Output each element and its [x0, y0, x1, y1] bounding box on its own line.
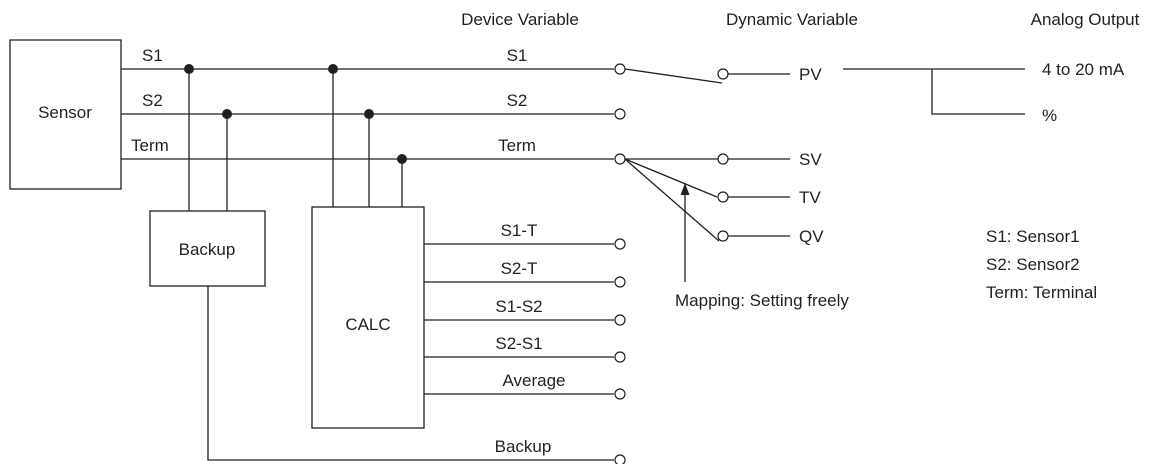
legend-entry: S1: Sensor1 — [986, 227, 1080, 246]
header-analog-output: Analog Output — [1031, 10, 1140, 29]
legend-entry: Term: Terminal — [986, 283, 1097, 302]
device-variable-label: S1-S2 — [495, 297, 542, 316]
mapping-arrowhead — [680, 183, 690, 195]
mapping-switch — [624, 158, 720, 242]
dynamic-variable-label: QV — [799, 227, 824, 246]
calc-block-label: CALC — [345, 315, 390, 334]
dynamic-variable-terminal — [717, 68, 729, 80]
backup-output-line — [207, 286, 614, 461]
device-variable-label: S1-T — [501, 221, 538, 240]
header-dynamic-variable: Dynamic Variable — [726, 10, 858, 29]
mapping-switch — [624, 158, 718, 198]
device-variable-terminal — [614, 276, 626, 288]
sensor-lead-label: S2 — [142, 91, 163, 110]
analog-output-line — [931, 69, 1025, 115]
mapping-note: Mapping: Setting freely — [675, 291, 849, 310]
mapping-switch — [624, 68, 723, 84]
junction-dot — [328, 64, 338, 74]
device-variable-terminal — [614, 238, 626, 250]
sensor-lead-label: Term — [131, 136, 169, 155]
analog-output-label: % — [1042, 106, 1057, 125]
dynamic-variable-label: PV — [799, 65, 822, 84]
junction-dot — [184, 64, 194, 74]
backup-block — [149, 210, 266, 287]
device-variable-label: Term — [498, 136, 536, 155]
device-variable-terminal — [614, 314, 626, 326]
device-variable-label: S2-T — [501, 259, 538, 278]
header-device-variable: Device Variable — [461, 10, 579, 29]
dynamic-variable-terminal — [717, 230, 729, 242]
device-variable-label: Average — [502, 371, 565, 390]
device-variable-terminal — [614, 454, 626, 464]
sensor-block-label: Sensor — [38, 103, 92, 122]
junction-dot — [222, 109, 232, 119]
calc-block — [311, 206, 425, 429]
device-variable-terminal — [614, 351, 626, 363]
device-variable-terminal — [614, 63, 626, 75]
dynamic-variable-label: SV — [799, 150, 822, 169]
device-variable-label: S2-S1 — [495, 334, 542, 353]
dynamic-variable-label: TV — [799, 188, 821, 207]
device-variable-terminal — [614, 153, 626, 165]
dynamic-variable-terminal — [717, 191, 729, 203]
analog-output-label: 4 to 20 mA — [1042, 60, 1125, 79]
device-variable-terminal — [614, 388, 626, 400]
sensor-block — [9, 39, 122, 190]
device-variable-label: S2 — [507, 91, 528, 110]
junction-dot — [397, 154, 407, 164]
device-variable-terminal — [614, 108, 626, 120]
junction-dot — [364, 109, 374, 119]
legend-entry: S2: Sensor2 — [986, 255, 1080, 274]
sensor-lead-label: S1 — [142, 46, 163, 65]
dynamic-variable-terminal — [717, 153, 729, 165]
device-variable-label: Backup — [495, 437, 552, 456]
backup-block-label: Backup — [179, 240, 236, 259]
device-variable-label: S1 — [507, 46, 528, 65]
